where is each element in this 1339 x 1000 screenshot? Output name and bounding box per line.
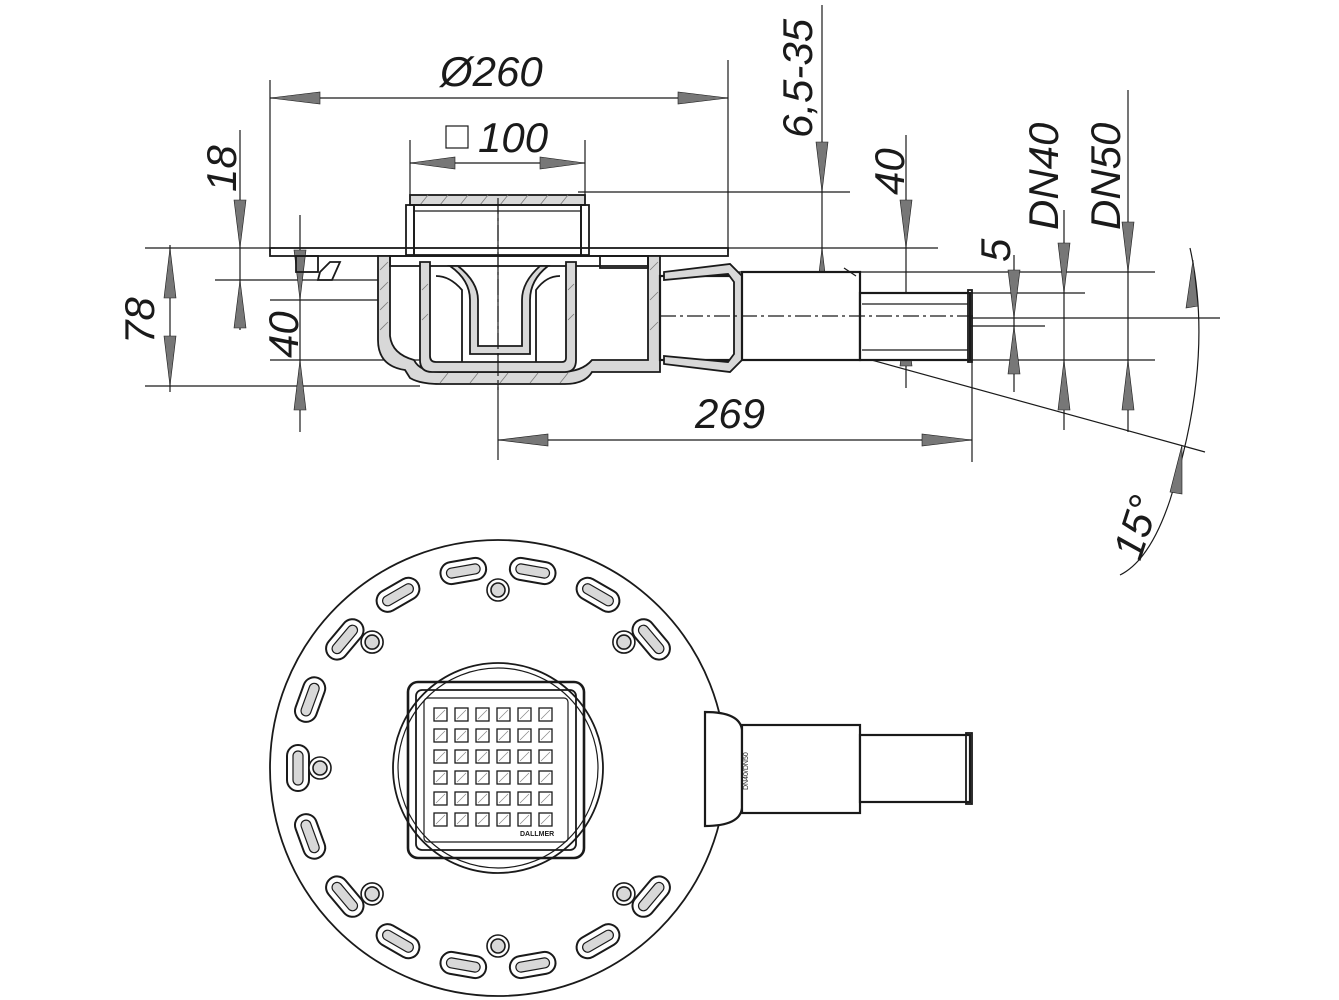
grate-cell-hatch xyxy=(519,772,530,783)
flange-slot xyxy=(286,744,310,792)
flange-slot xyxy=(508,950,557,980)
dim-square-100-group: 100 xyxy=(445,114,549,161)
grate-cell-hatch xyxy=(456,751,467,762)
grate-cell-hatch xyxy=(519,793,530,804)
grate-cell-hatch xyxy=(519,730,530,741)
bolt-hole xyxy=(312,760,328,776)
flange-slot xyxy=(439,950,488,980)
flange-slot xyxy=(575,923,621,960)
grate-cell-hatch xyxy=(498,793,509,804)
grate-cell-hatch xyxy=(498,751,509,762)
grate-cell-hatch xyxy=(519,709,530,720)
flange-slot xyxy=(508,556,557,586)
dim-diameter-260: Ø260 xyxy=(438,48,543,95)
dim-height-40-right: 40 xyxy=(866,148,913,195)
grate-cell-hatch xyxy=(498,814,509,825)
flange-slot xyxy=(439,556,488,586)
flange-slot xyxy=(375,576,421,613)
flange-slot xyxy=(631,618,671,661)
grate-cells xyxy=(433,707,553,827)
grate-cell-hatch xyxy=(519,814,530,825)
grate-cell-hatch xyxy=(498,730,509,741)
dim-dn50: DN50 xyxy=(1082,122,1129,230)
flange-slot xyxy=(293,676,327,723)
grate-cell-hatch xyxy=(498,709,509,720)
dim-angle-15: 15° xyxy=(1104,490,1168,565)
flange-outer-circle xyxy=(269,539,727,997)
grate-cell-hatch xyxy=(519,751,530,762)
section-view: Ø260 100 269 18 78 40 6,5-35 40 5 DN40 D… xyxy=(116,5,1220,576)
top-view: DN40/DN50 DALLMER xyxy=(269,539,973,997)
grate-cell-hatch xyxy=(456,709,467,720)
grate-cell-hatch xyxy=(540,709,551,720)
bolt-hole xyxy=(364,886,380,902)
flange-slot xyxy=(375,923,421,960)
flange-slot xyxy=(631,875,671,918)
dim-height-18: 18 xyxy=(198,145,245,192)
bolt-hole xyxy=(490,938,506,954)
center-lines xyxy=(497,198,975,390)
dim-dn40: DN40 xyxy=(1020,122,1067,230)
body-circle xyxy=(392,662,604,874)
dim-square-100: 100 xyxy=(478,114,549,161)
dimension-labels: Ø260 100 269 18 78 40 6,5-35 40 5 DN40 D… xyxy=(116,18,1168,565)
grate-cell-hatch xyxy=(498,772,509,783)
grate-cell-hatch xyxy=(435,814,446,825)
dim-height-78: 78 xyxy=(116,297,163,344)
grate-cell-hatch xyxy=(435,751,446,762)
odour-trap xyxy=(419,261,577,373)
bolt-hole xyxy=(490,582,506,598)
outlet-pipe-top: DN40/DN50 xyxy=(703,710,973,828)
grate-cell-hatch xyxy=(435,709,446,720)
grate-cell-hatch xyxy=(435,730,446,741)
extension-lines xyxy=(145,5,1220,462)
drain-body xyxy=(377,255,661,385)
square-grate: DALLMER xyxy=(406,680,586,860)
grate-cell-hatch xyxy=(477,772,488,783)
grate-cell-hatch xyxy=(477,814,488,825)
flange-bolt-holes xyxy=(308,578,636,958)
grate-cell-hatch xyxy=(540,772,551,783)
grate-cell-hatch xyxy=(540,751,551,762)
grate-cell-hatch xyxy=(477,793,488,804)
dim-size-5: 5 xyxy=(972,238,1019,262)
grate-cell-hatch xyxy=(477,709,488,720)
grate-cell-hatch xyxy=(540,793,551,804)
grate-cell-hatch xyxy=(456,772,467,783)
grate-brand-label: DALLMER xyxy=(520,831,554,838)
dim-height-40-left: 40 xyxy=(260,311,307,358)
bolt-hole xyxy=(364,634,380,650)
outlet-pipe xyxy=(658,263,973,373)
grate-cell-hatch xyxy=(456,793,467,804)
grate-cell-hatch xyxy=(477,751,488,762)
flange-slot xyxy=(293,813,327,860)
flange-slot xyxy=(575,576,621,613)
bolt-hole xyxy=(616,634,632,650)
grate-cell-hatch xyxy=(540,730,551,741)
flange-slots xyxy=(286,556,671,980)
flange-slot xyxy=(325,618,365,661)
grate-cell-hatch xyxy=(456,814,467,825)
square-symbol-icon xyxy=(445,125,469,149)
grate-cell-hatch xyxy=(540,814,551,825)
dim-length-269: 269 xyxy=(694,390,765,437)
flange-slot xyxy=(325,875,365,918)
grate-cell-hatch xyxy=(477,730,488,741)
bolt-hole xyxy=(616,886,632,902)
grate-cell-hatch xyxy=(435,793,446,804)
outlet-marking: DN40/DN50 xyxy=(743,752,750,790)
dim-range-6-5-35: 6,5-35 xyxy=(774,18,821,138)
grate-cell-hatch xyxy=(456,730,467,741)
grate-cell-hatch xyxy=(435,772,446,783)
